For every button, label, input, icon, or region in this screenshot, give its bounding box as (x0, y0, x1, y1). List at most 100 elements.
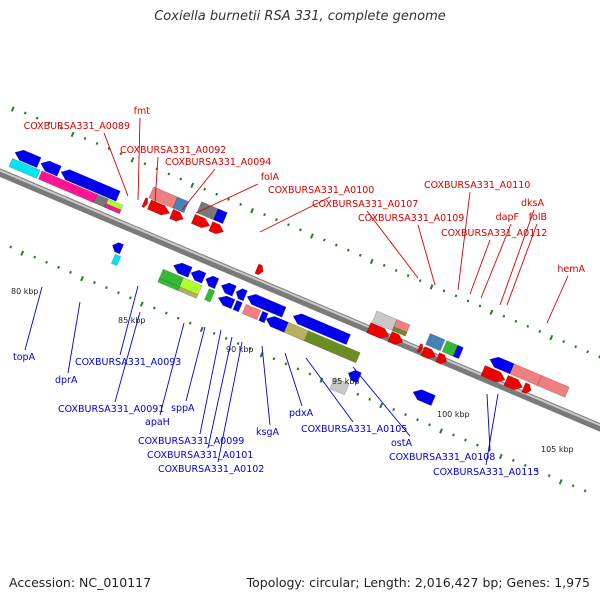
leader-line (261, 345, 271, 426)
leader-line (195, 183, 259, 214)
gene-label: COXBURSA331_A0089 (24, 121, 130, 132)
feature-box (258, 310, 269, 324)
tick-mark (538, 329, 542, 333)
tick-mark (368, 397, 372, 401)
tick-mark (9, 245, 13, 249)
gene-arrow (14, 149, 42, 169)
tick-mark (464, 438, 467, 442)
gene-arrow (190, 213, 211, 229)
feature-box (303, 330, 361, 364)
feature-box (232, 299, 243, 313)
tick-mark (454, 294, 458, 298)
tick-mark (164, 311, 168, 315)
feature-box (329, 377, 350, 396)
tick-mark (404, 413, 408, 417)
gene-label: folB (529, 212, 547, 223)
tick-mark (59, 126, 63, 130)
leader-line (119, 285, 139, 356)
tick-mark (502, 314, 506, 318)
leader-line (114, 311, 141, 403)
tick-mark (334, 243, 338, 247)
gene-arrow (416, 343, 423, 354)
feature-box (172, 196, 189, 214)
gene-label: dprA (55, 375, 78, 386)
gene-label: COXBURSA331_A0093 (75, 357, 181, 368)
tick-mark (263, 213, 266, 217)
gene-label: COXBURSA331_A0094 (165, 157, 271, 168)
tick-mark (188, 321, 192, 325)
gene-label: COXBURSA331_A0107 (312, 199, 418, 210)
gene-arrow (169, 208, 184, 222)
tick-mark (287, 223, 290, 227)
gene-features (8, 149, 570, 407)
gene-label: COXBURSA331_A0105 (301, 424, 407, 435)
tick-mark (190, 182, 195, 188)
kbp-label: 100 kbp (437, 410, 470, 419)
tick-mark (299, 228, 302, 232)
gene-arrow (40, 160, 62, 177)
tick-mark (176, 316, 180, 320)
gene-label: COXBURSA331_A0102 (158, 464, 264, 475)
tick-mark (392, 408, 396, 412)
feature-box (452, 344, 464, 360)
tick-mark (523, 463, 527, 467)
tick-mark (514, 319, 518, 323)
tick-mark (478, 304, 482, 308)
tick-mark (167, 172, 171, 176)
gene-arrow (521, 382, 532, 394)
gene-label: COXBURSA331_A0110 (424, 180, 530, 191)
tick-mark (57, 265, 60, 269)
feature-box (425, 333, 446, 352)
tick-mark (119, 152, 123, 156)
tick-mark (511, 458, 515, 462)
tick-mark (379, 402, 384, 409)
tick-mark (105, 286, 108, 290)
gene-arrow (387, 331, 404, 345)
feature-box (204, 288, 216, 303)
tick-mark (558, 479, 563, 485)
gene-label: pdxA (289, 408, 314, 419)
tick-mark (498, 453, 503, 460)
tick-mark (152, 306, 156, 310)
leader-line (259, 196, 331, 233)
tick-mark (224, 336, 228, 340)
gene-arrow (435, 352, 448, 365)
tick-mark (310, 233, 314, 239)
tick-mark (416, 418, 419, 422)
tick-mark (586, 350, 590, 354)
leader-line (159, 322, 185, 416)
tick-mark (239, 202, 243, 206)
leader-line (366, 210, 419, 279)
gene-label: sppA (171, 403, 195, 414)
tick-mark (406, 274, 410, 278)
leader-line (207, 336, 233, 449)
tick-mark (83, 136, 87, 140)
tick-mark (128, 296, 132, 300)
gene-arrow (366, 322, 390, 339)
leader-line (199, 329, 222, 435)
leader-line (469, 239, 491, 295)
leader-line (185, 326, 206, 402)
tick-mark (346, 248, 350, 252)
gene-label: COXBURSA331_A0108 (389, 452, 495, 463)
gene-arrow (205, 275, 220, 290)
tick-mark (394, 268, 398, 273)
tick-mark (296, 367, 300, 371)
kbp-label: 80 kbp (11, 287, 39, 296)
leader-line (417, 224, 436, 286)
tick-mark (571, 484, 575, 488)
leader-line (284, 352, 303, 407)
leader-line (480, 223, 512, 299)
tick-mark (574, 345, 578, 349)
feature-box (177, 286, 199, 299)
tick-mark (308, 372, 312, 376)
leader-line (457, 191, 471, 291)
tick-mark (562, 340, 566, 344)
map-title: Coxiella burnetii RSA 331, complete geno… (154, 9, 446, 24)
tick-mark (47, 121, 51, 125)
tick-mark (139, 301, 144, 307)
gene-arrow (235, 288, 248, 302)
gene-label: apaH (145, 417, 170, 428)
tick-mark (549, 334, 554, 341)
